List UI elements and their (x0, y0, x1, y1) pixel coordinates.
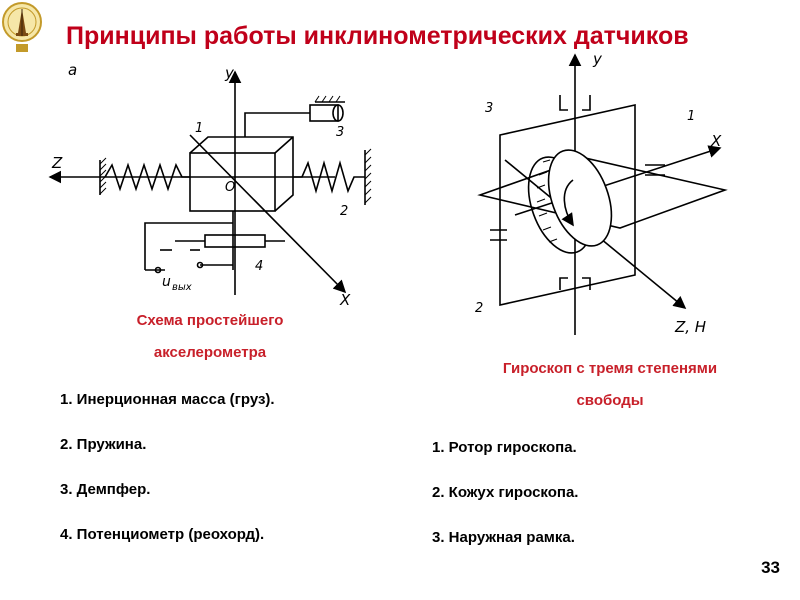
list-item: 3. Демпфер. (60, 481, 151, 498)
label-rotor: 1 (687, 109, 695, 124)
output-sub-label: вых (172, 282, 192, 293)
label-housing: 2 (475, 301, 483, 316)
university-logo (2, 2, 42, 52)
list-item: 4. Потенциометр (реохорд). (60, 526, 265, 543)
axis-z-label: Z (51, 154, 63, 172)
figure-letter: а (68, 61, 77, 79)
axis-zh-label: Z, H (674, 318, 706, 336)
gyroscope-caption-line2: свободы (576, 392, 644, 409)
label-potentiometer: 4 (255, 259, 263, 274)
accelerometer-diagram: а y Z X O 1 2 3 4 u вых (48, 61, 372, 309)
list-item: 2. Кожух гироскопа. (432, 484, 579, 501)
axis-x-label: X (339, 291, 351, 309)
list-item: 2. Пружина. (60, 436, 147, 453)
origin-label: O (225, 180, 235, 195)
axis-x-label: X (710, 132, 722, 150)
list-item: 1. Ротор гироскопа. (432, 439, 577, 456)
accelerometer-caption-line1: Схема простейшего (136, 312, 284, 329)
accelerometer-parts-list: 1. Инерционная масса (груз). 2. Пружина.… (60, 390, 275, 570)
accelerometer-caption: Схема простейшего акселерометра (95, 305, 325, 369)
page-number: 33 (761, 558, 780, 577)
label-damper: 3 (336, 125, 344, 140)
gyroscope-diagram: y X Z, H 1 2 3 (475, 50, 728, 336)
label-spring: 2 (340, 204, 348, 219)
gyroscope-parts-list: 1. Ротор гироскопа. 2. Кожух гироскопа. … (432, 438, 578, 573)
axis-y-label: y (224, 64, 235, 82)
list-item: 3. Наружная рамка. (432, 529, 575, 546)
accelerometer-caption-line2: акселерометра (153, 344, 267, 361)
output-label: u (162, 274, 171, 290)
axis-y-label: y (592, 50, 603, 68)
gyroscope-caption: Гироскоп с тремя степенями свободы (440, 353, 780, 417)
label-mass: 1 (195, 121, 203, 136)
slide-title: Принципы работы инклинометрических датчи… (66, 22, 689, 50)
gyroscope-caption-line1: Гироскоп с тремя степенями (502, 360, 718, 377)
list-item: 1. Инерционная масса (груз). (60, 391, 275, 408)
label-outer-frame: 3 (485, 101, 493, 116)
